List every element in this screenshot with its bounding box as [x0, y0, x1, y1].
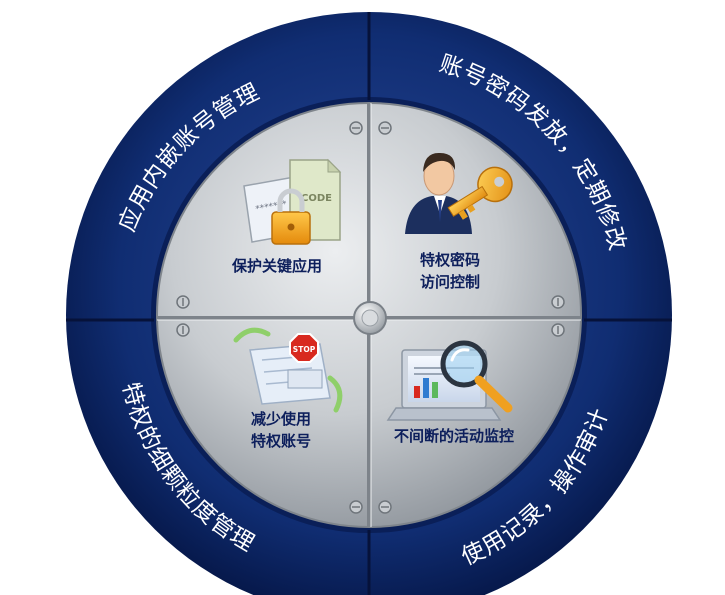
monitor-magnifier-icon [386, 340, 513, 421]
quadrant-label-privileged-accounts: 特权账号 [251, 432, 311, 450]
quadrant-label-access-control: 访问控制 [420, 273, 480, 291]
document-lock-icon: ******* CODE [243, 158, 342, 245]
stop-server-icon: STOP [233, 327, 343, 413]
code-label: CODE [301, 193, 332, 204]
quadrant-label-continuous-monitoring: 不间断的活动监控 [394, 427, 514, 445]
quadrant-label-reduce-use: 减少使用 [251, 410, 311, 428]
stop-sign-label: STOP [293, 345, 316, 354]
quadrant-label-privileged-password: 特权密码 [420, 251, 480, 269]
quadrant-label-protect-apps: 保护关键应用 [231, 257, 322, 275]
person-key-icon [405, 152, 513, 234]
